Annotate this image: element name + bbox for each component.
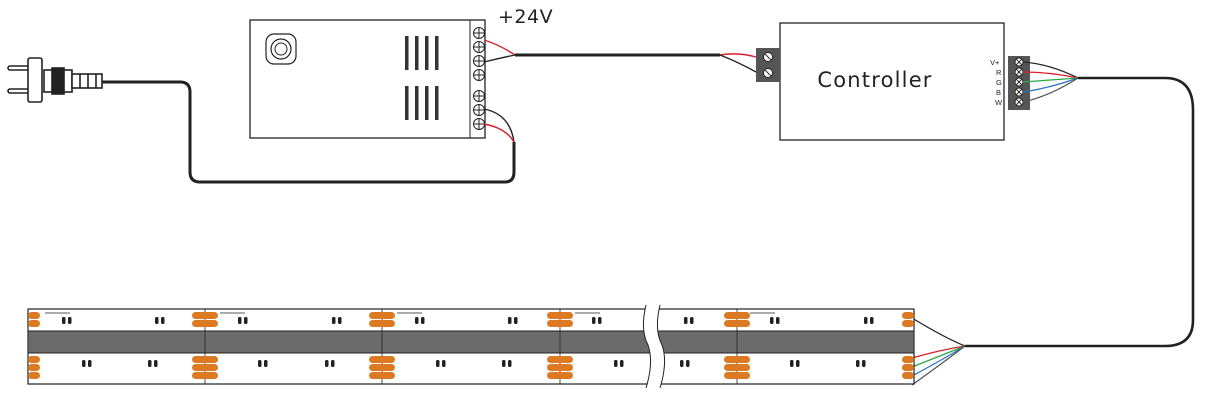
led-chip-icon bbox=[770, 317, 774, 324]
strip-solder-pad bbox=[724, 320, 750, 327]
led-chip-icon bbox=[502, 360, 506, 367]
led-chip-icon bbox=[856, 360, 860, 367]
psu-screw-terminals bbox=[473, 27, 485, 130]
strip-solder-pad bbox=[28, 320, 40, 327]
led-chip-icon bbox=[68, 317, 72, 324]
strip-solder-pad bbox=[192, 312, 218, 319]
led-chip-icon bbox=[508, 317, 512, 324]
led-chip-icon bbox=[684, 317, 688, 324]
strip-solder-pad bbox=[902, 372, 914, 379]
led-chip-icon bbox=[338, 317, 342, 324]
strip-solder-pad bbox=[28, 356, 40, 363]
led-chip-icon bbox=[161, 317, 165, 324]
strip-solder-pad bbox=[369, 372, 395, 379]
led-chip-icon bbox=[421, 317, 425, 324]
strip-solder-pad bbox=[547, 312, 573, 319]
psu-input-wires bbox=[483, 108, 515, 143]
power-supply-box bbox=[249, 19, 486, 139]
led-chip-icon bbox=[436, 360, 440, 367]
led-chip-icon bbox=[82, 360, 86, 367]
strip-solder-pad bbox=[724, 372, 750, 379]
psu-voltage-label: +24V bbox=[498, 6, 554, 28]
strip-solder-pad bbox=[28, 372, 40, 379]
strip-solder-pad bbox=[369, 356, 395, 363]
strip-solder-pad bbox=[28, 364, 40, 371]
strip-break-icon bbox=[656, 304, 666, 389]
led-chip-icon bbox=[690, 317, 694, 324]
led-chip-icon bbox=[154, 360, 158, 367]
strip-input-wires bbox=[911, 317, 1030, 386]
strip-solder-pad bbox=[902, 312, 914, 319]
controller-output-terminals bbox=[1014, 57, 1024, 107]
led-chip-icon bbox=[598, 317, 602, 324]
led-chip-icon bbox=[88, 360, 92, 367]
strip-solder-pad bbox=[724, 312, 750, 319]
terminal-label-r: R bbox=[996, 68, 1002, 77]
led-chip-icon bbox=[264, 360, 268, 367]
strip-core bbox=[28, 331, 914, 353]
led-chip-icon bbox=[620, 360, 624, 367]
led-chip-icon bbox=[508, 360, 512, 367]
strip-solder-pad bbox=[902, 320, 914, 327]
controller-box bbox=[756, 22, 1030, 141]
led-chip-icon bbox=[870, 317, 874, 324]
led-chip-icon bbox=[415, 317, 419, 324]
strip-solder-pad bbox=[902, 356, 914, 363]
terminal-label-b: B bbox=[996, 88, 1002, 97]
controller-input-terminals bbox=[763, 52, 773, 78]
strip-feed-cable bbox=[1030, 76, 1195, 348]
strip-solder-pad bbox=[192, 356, 218, 363]
power-plug-icon bbox=[7, 57, 103, 103]
strip-solder-pad bbox=[724, 356, 750, 363]
strip-solder-pad bbox=[369, 364, 395, 371]
led-chip-icon bbox=[864, 317, 868, 324]
mains-cable bbox=[102, 80, 516, 184]
strip-solder-pad bbox=[547, 356, 573, 363]
led-chip-icon bbox=[258, 360, 262, 367]
led-chip-icon bbox=[514, 317, 518, 324]
strip-solder-pad bbox=[369, 320, 395, 327]
led-chip-icon bbox=[325, 360, 329, 367]
strip-solder-pad bbox=[724, 364, 750, 371]
terminal-label-vplus: V+ bbox=[990, 58, 1000, 67]
controller-label: Controller bbox=[817, 68, 933, 92]
psu-output-wires bbox=[483, 39, 757, 73]
led-chip-icon bbox=[238, 317, 242, 324]
led-chip-icon bbox=[62, 317, 66, 324]
led-chip-icon bbox=[442, 360, 446, 367]
led-chip-icon bbox=[862, 360, 866, 367]
led-chip-icon bbox=[790, 360, 794, 367]
strip-solder-pad bbox=[369, 312, 395, 319]
led-chip-icon bbox=[148, 360, 152, 367]
strip-break-icon bbox=[643, 305, 665, 388]
terminal-label-g: G bbox=[996, 78, 1002, 87]
led-chip-icon bbox=[332, 317, 336, 324]
led-chip-icon bbox=[680, 360, 684, 367]
strip-solder-pad bbox=[547, 372, 573, 379]
led-chip-icon bbox=[776, 317, 780, 324]
strip-solder-pad bbox=[192, 320, 218, 327]
strip-solder-pad bbox=[547, 364, 573, 371]
strip-break-icon bbox=[642, 304, 652, 389]
strip-solder-pad bbox=[192, 364, 218, 371]
led-chip-icon bbox=[796, 360, 800, 367]
strip-solder-pad bbox=[192, 372, 218, 379]
led-chip-icon bbox=[244, 317, 248, 324]
led-chip-icon bbox=[686, 360, 690, 367]
controller-output-wires bbox=[1022, 61, 1079, 103]
terminal-label-w: W bbox=[995, 98, 1003, 107]
led-chip-icon bbox=[155, 317, 159, 324]
strip-solder-pad bbox=[547, 320, 573, 327]
strip-solder-pad bbox=[28, 312, 40, 319]
led-chip-icon bbox=[592, 317, 596, 324]
led-chip-icon bbox=[614, 360, 618, 367]
strip-solder-pad bbox=[902, 364, 914, 371]
led-chip-icon bbox=[331, 360, 335, 367]
led-strip bbox=[27, 304, 915, 389]
